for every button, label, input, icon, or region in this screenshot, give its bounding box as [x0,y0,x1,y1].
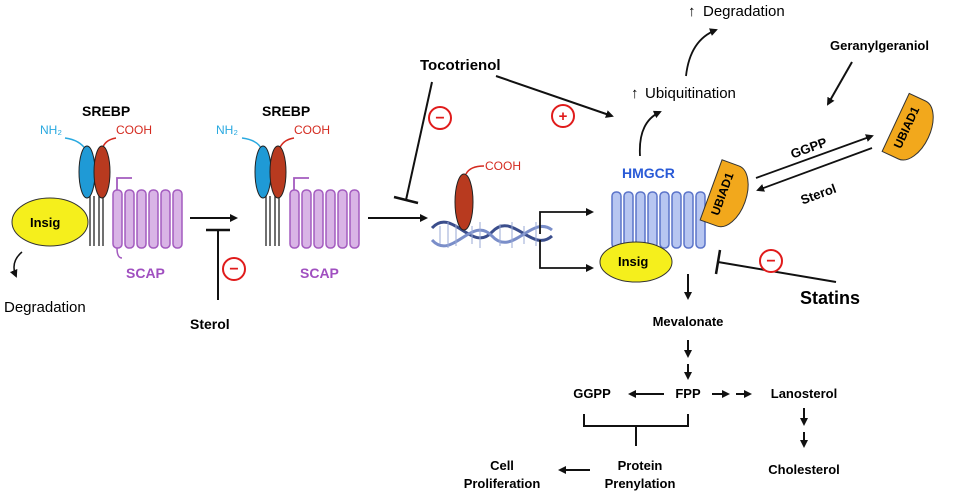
cooh-label-1: COOH [116,123,152,137]
insig-label-2: Insig [618,254,648,269]
scap-label-1: SCAP [126,265,165,281]
cooh-label-2: COOH [294,123,330,137]
protein-label: Protein [618,458,663,473]
scap-label-2: SCAP [300,265,339,281]
mevalonate-label: Mevalonate [653,314,724,329]
ggpp-exchange-arrow [755,134,874,179]
cooh-label-3: COOH [485,159,521,173]
geranylgeraniol-arrow [827,61,853,106]
ggpp-exchange-label: GGPP [788,134,829,161]
srebp-nterm-domain-2 [254,145,272,199]
sterol-exchange-label: Sterol [798,181,838,208]
degradation-label-left: Degradation [4,299,86,316]
degradation-label-top: Degradation [703,3,785,20]
degradation-arrow-left [9,251,23,278]
ubiquitination-up-arrow: ↑ [631,85,639,102]
srebp-complex-2: SREBP NH₂ COOH SCAP [216,103,360,281]
scap-protein-1 [112,177,183,259]
srebp-cterm-domain-2 [269,145,287,199]
lanosterol-label: Lanosterol [771,386,837,401]
minus-sign [428,106,452,130]
hmgcr-label: HMGCR [622,165,675,181]
srebp-cterm-domain-1 [93,145,111,199]
tocotrienol-inhibition-bar [393,195,419,205]
srebp-label-2: SREBP [262,103,310,119]
degradation-up-arrow: ↑ [688,3,696,20]
hmgcr-ubiquitination-arrow [638,110,662,157]
srebp-label-1: SREBP [82,103,130,119]
dna-insig-arrow [539,240,594,272]
plus-sign [551,104,575,128]
tocotrienol-ubiquitination-arrow [495,75,614,118]
minus-sign [759,249,783,273]
statins-label: Statins [800,288,860,308]
nh2-label-2: NH₂ [216,123,238,137]
tocotrienol-inhibition-line [405,81,433,201]
scap-protein-2 [289,177,360,249]
statins-inhibition-line [717,261,837,283]
insig-protein-2 [599,241,673,283]
ggpp-label: GGPP [573,386,611,401]
dna-helix [430,220,554,248]
sterol-exchange-arrow [756,147,873,192]
cholesterol-label: Cholesterol [768,462,840,477]
tocotrienol-label: Tocotrienol [420,57,501,74]
minus-symbol: − [435,110,444,127]
nh2-label-1: NH₂ [40,123,62,137]
minus-symbol: − [766,253,775,270]
ubiad1-hmgcr-bound: UBIAD1 [699,159,749,228]
ubiad1-golgi: UBIAD1 [881,92,934,161]
cell-label: Cell [490,458,514,473]
prenylation-label: Prenylation [605,476,676,491]
geranylgeraniol-label: Geranylgeraniol [830,38,929,53]
srebp-complex-1: SREBP NH₂ COOH Insig SCAP Degradation [4,103,183,316]
sterol-label: Sterol [190,316,230,332]
prenylation-bracket [583,414,689,427]
ubiquitination-label: Ubiquitination [645,85,736,102]
nh2-tail-2 [241,137,263,151]
dna-hmgcr-arrow [539,208,594,234]
nh2-tail-1 [64,137,87,151]
fpp-label: FPP [675,386,701,401]
nuclear-srebp [454,173,474,231]
minus-sign [222,257,246,281]
nuclear-srebp-tail [465,165,485,175]
proliferation-label: Proliferation [464,476,541,491]
insig-label-1: Insig [30,215,60,230]
minus-symbol: − [229,261,238,278]
insig-protein-1 [11,197,89,247]
statins-inhibition-bar [714,249,722,275]
ubiquitination-degradation-arrow [685,28,718,77]
plus-symbol: + [559,108,568,125]
srebp-nterm-domain-1 [78,145,96,199]
